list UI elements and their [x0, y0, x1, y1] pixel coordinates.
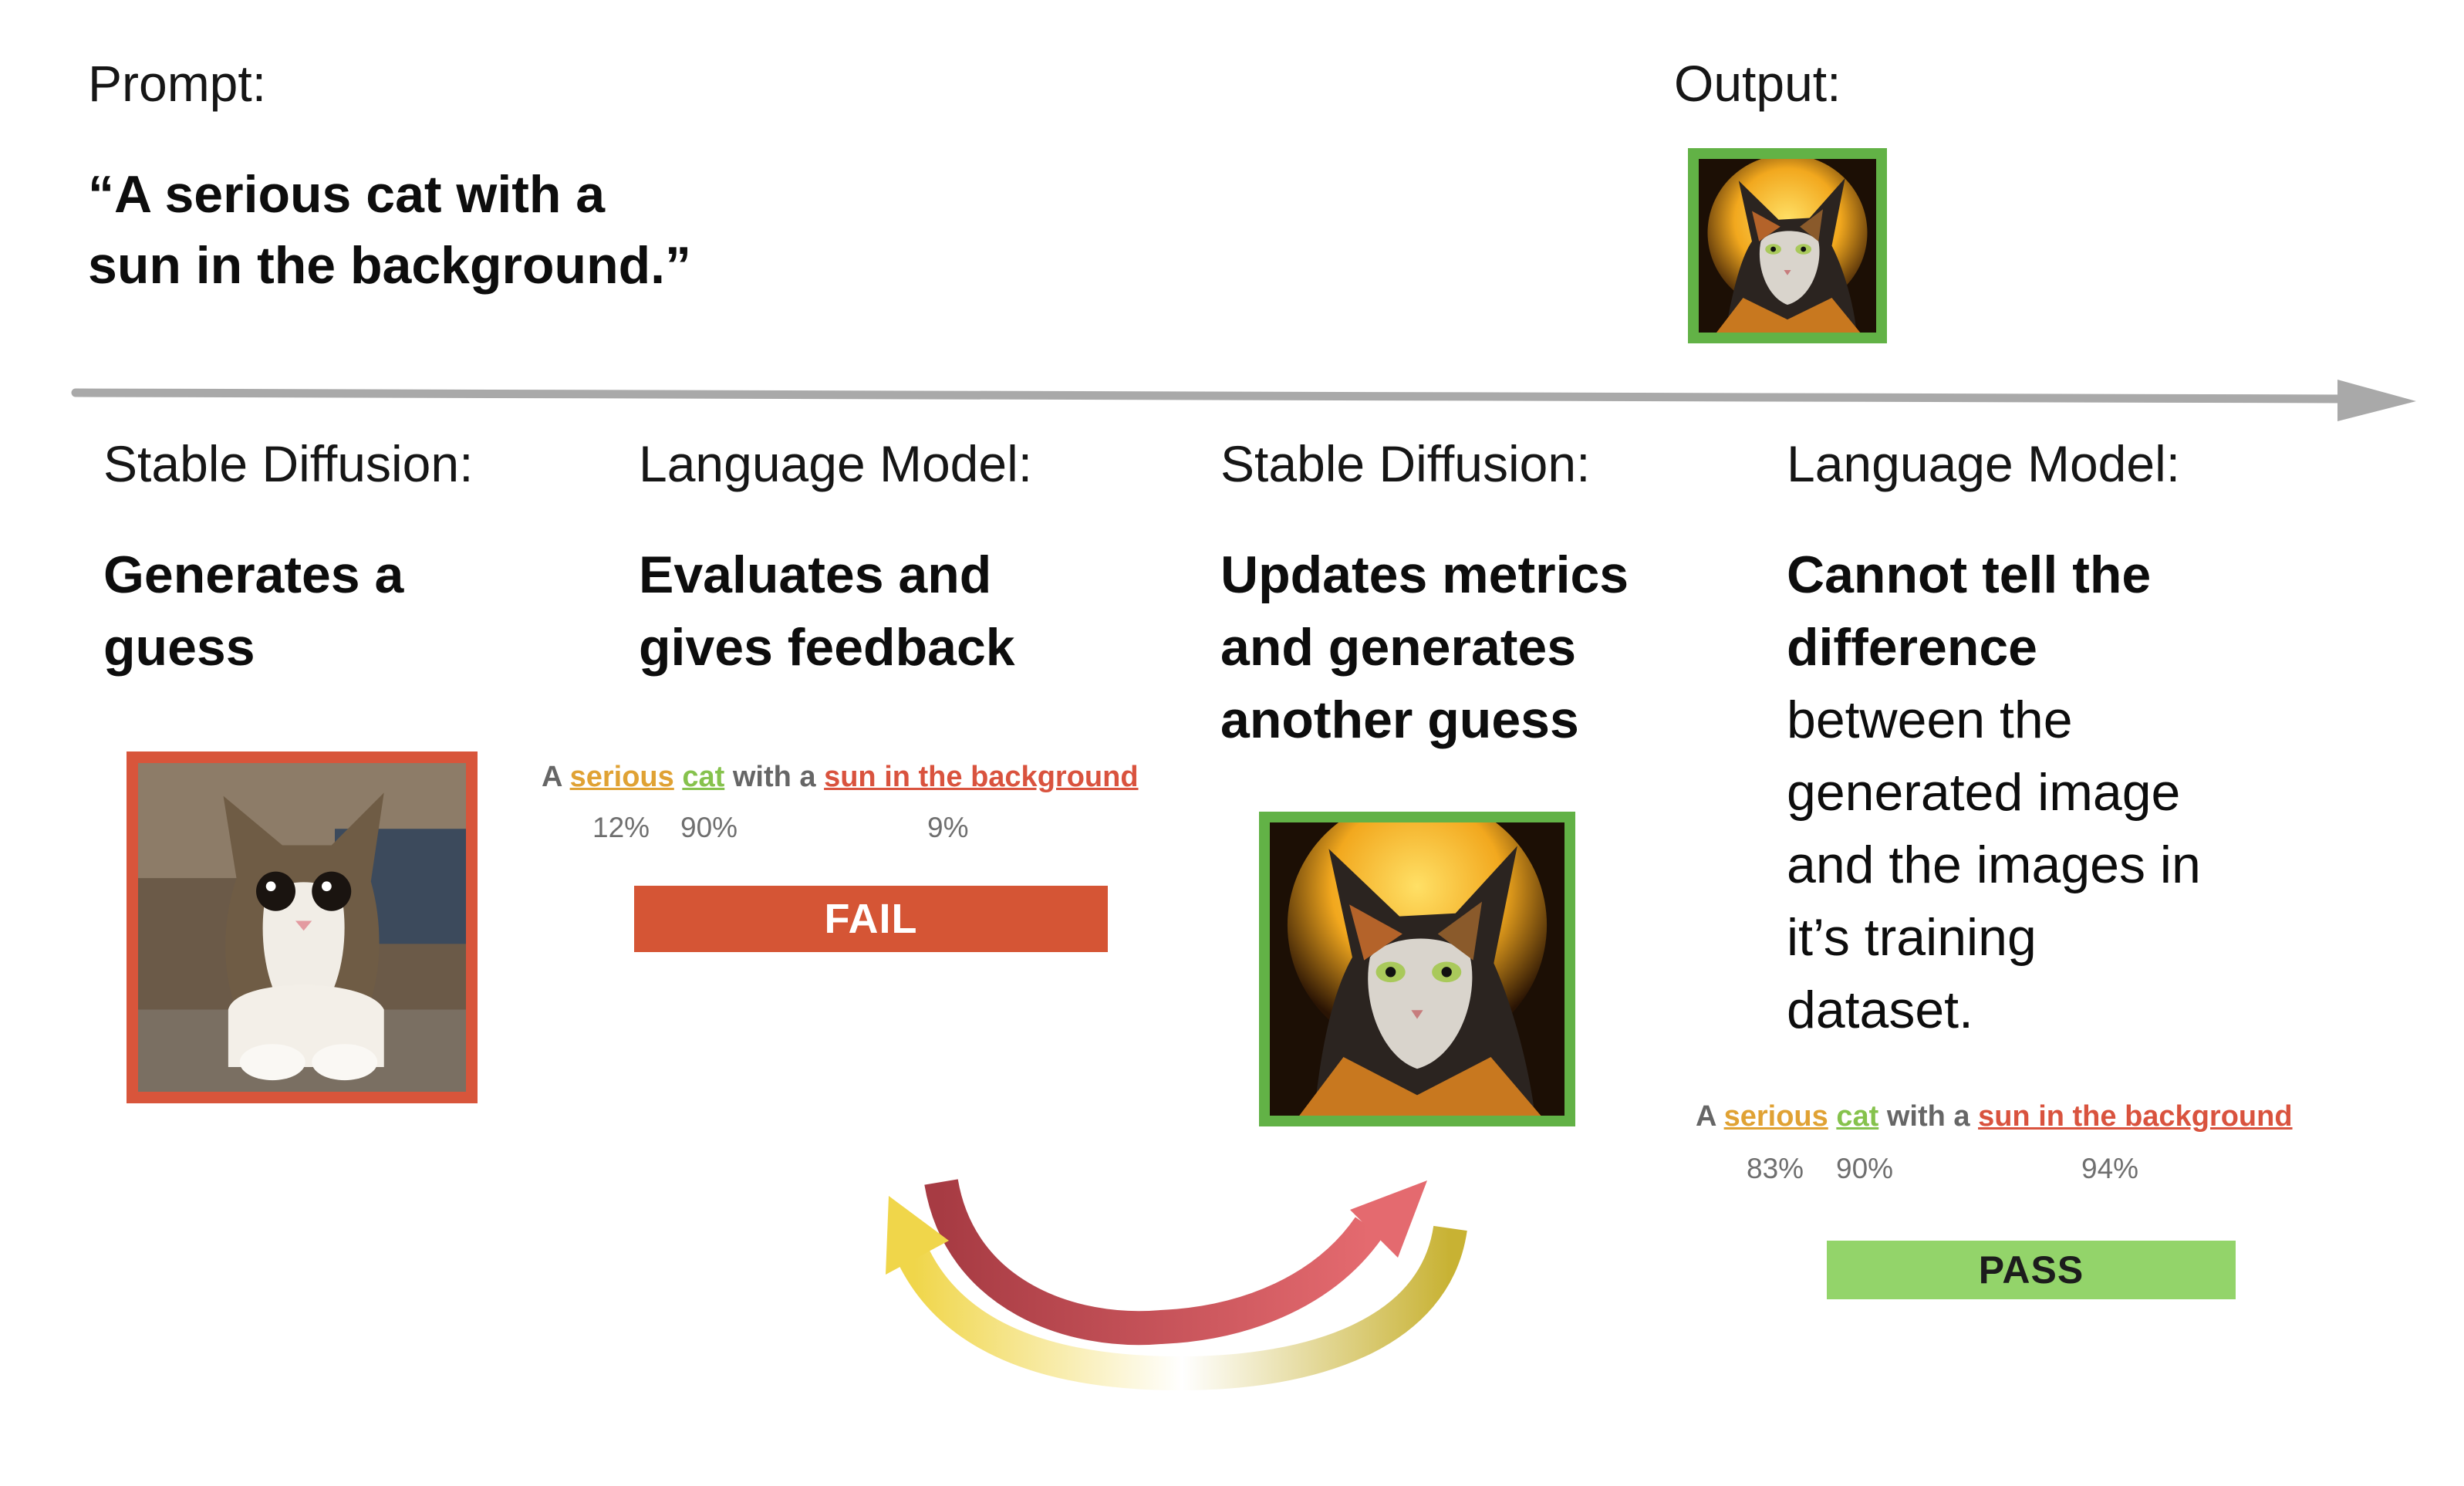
pass-word-cat: cat [1836, 1100, 1879, 1133]
step-4-action-line-1: Cannot tell the [1787, 545, 2152, 604]
fail-score-serious: 12% [592, 812, 650, 843]
step-3-action-line-1: Updates metrics [1220, 545, 1629, 604]
prompt-label: Prompt: [88, 55, 267, 112]
first-guess-image [127, 751, 478, 1103]
red-loop-arrow [924, 1178, 1384, 1346]
step-3-model: Stable Diffusion: [1220, 435, 1591, 492]
fail-word-serious: serious [569, 761, 674, 793]
pass-score-cat: 90% [1836, 1153, 1894, 1184]
step-3-action-line-3: another guess [1220, 691, 1579, 749]
step-3-action-line-2: and generates [1220, 618, 1577, 677]
pass-result-badge: PASS [1827, 1241, 2236, 1299]
step-4-model: Language Model: [1787, 435, 2181, 492]
output-image [1688, 148, 1887, 343]
step-4-action-line-2: difference [1787, 618, 2037, 677]
step-4-detail-line-3: and the images in [1787, 836, 2201, 894]
fail-score-cat: 90% [680, 812, 738, 843]
step-3-action: Updates metrics and generates another gu… [1220, 539, 1629, 756]
prompt-line-2: sun in the background.” [88, 236, 692, 295]
fail-word-sun: sun in the background [824, 761, 1139, 793]
pass-word-serious: serious [1723, 1100, 1828, 1133]
step-1-action-line-2: guess [103, 618, 255, 677]
fail-evaluation-sentence: A serious cat with a sun in the backgrou… [542, 761, 1139, 794]
fail-word-a: A [542, 761, 562, 793]
output-cat-illustration [1699, 159, 1876, 333]
step-2-action: Evaluates and gives feedback [639, 539, 1015, 684]
second-guess-image [1259, 812, 1575, 1126]
pass-word-a: A [1696, 1100, 1716, 1133]
step-1-action: Generates a guess [103, 539, 403, 684]
output-label: Output: [1674, 55, 1841, 112]
step-4-detail-line-4: it’s training [1787, 908, 2037, 967]
step-2-action-line-1: Evaluates and [639, 545, 992, 604]
prompt-text: “A serious cat with a sun in the backgro… [88, 159, 691, 301]
fail-word-cat: cat [682, 761, 725, 793]
step-1-action-line-1: Generates a [103, 545, 404, 604]
pass-word-sun: sun in the background [1978, 1100, 2293, 1133]
feedback-loop-arrows [886, 1178, 1467, 1391]
step-2-model: Language Model: [639, 435, 1033, 492]
yellow-arrowhead [886, 1196, 949, 1275]
pass-evaluation-sentence: A serious cat with a sun in the backgrou… [1696, 1100, 2293, 1133]
pass-score-serious: 83% [1747, 1153, 1804, 1184]
pass-word-with-a: with a [1886, 1100, 1970, 1133]
step-1-model: Stable Diffusion: [103, 435, 474, 492]
prompt-line-1: “A serious cat with a [88, 165, 606, 224]
step-2-action-line-2: gives feedback [639, 618, 1015, 677]
step-4-detail-line-2: generated image [1787, 763, 2181, 822]
red-arrowhead [1350, 1180, 1427, 1258]
timeline-arrow [71, 380, 2416, 421]
fail-word-with-a: with a [732, 761, 816, 793]
step-4-action: Cannot tell the difference between the g… [1787, 539, 2201, 1046]
fail-result-badge: FAIL [634, 886, 1108, 952]
yellow-loop-arrow [899, 1225, 1467, 1391]
step-4-detail-line-5: dataset. [1787, 981, 1973, 1039]
second-guess-cat-illustration [1270, 822, 1564, 1116]
step-4-detail-line-1: between the [1787, 691, 2073, 749]
first-guess-cat-photo [138, 763, 466, 1092]
fail-score-sun: 9% [927, 812, 969, 843]
pass-score-sun: 94% [2081, 1153, 2139, 1184]
